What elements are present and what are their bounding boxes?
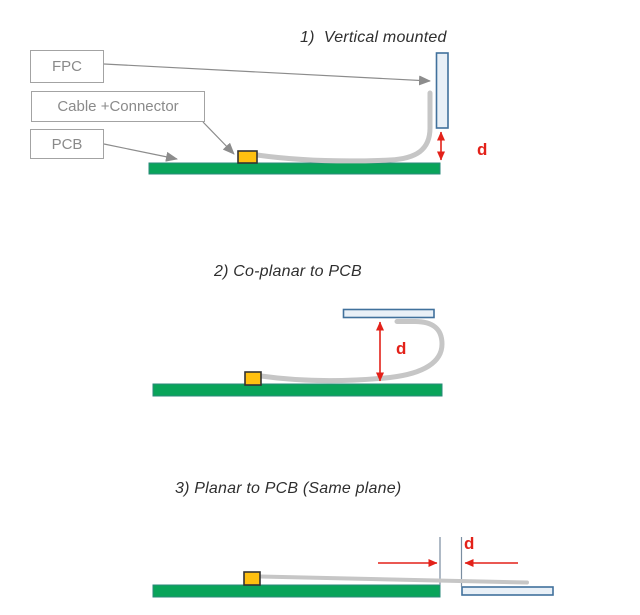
- fpc-cable-3: [258, 574, 529, 585]
- dimension-label-1: d: [477, 140, 488, 159]
- leader-arrow-pcb: [103, 143, 178, 162]
- dimension-label-2: d: [396, 339, 407, 358]
- section-3-drawing: [152, 537, 554, 598]
- callout-pcb: PCB: [30, 129, 104, 159]
- pcb-board-1: [148, 162, 441, 175]
- cable-connector-1: [237, 150, 258, 164]
- section-2-drawing: [152, 308, 445, 397]
- fpc-planar: [461, 586, 554, 596]
- section-3-title: 3) Planar to PCB (Same plane): [175, 480, 402, 497]
- pcb-board-2: [152, 383, 443, 397]
- section-1-drawing: [103, 52, 449, 175]
- callout-pcb-label: PCB: [51, 135, 83, 153]
- section-2-title: 2) Co-planar to PCB: [214, 263, 362, 280]
- leader-arrow-fpc: [103, 63, 431, 86]
- fpc-cable-1: [254, 90, 433, 164]
- fpc-coplanar: [342, 308, 435, 319]
- section-1-title: 1) Vertical mounted: [300, 29, 447, 46]
- dimension-label-3: d: [464, 534, 475, 553]
- callout-cable-connector: Cable +Connector: [31, 91, 205, 122]
- cable-connector-3: [243, 571, 261, 586]
- pcb-board-3: [152, 584, 441, 598]
- fpc-vertical: [435, 52, 449, 129]
- fpc-cable-2: [258, 319, 445, 384]
- cable-connector-2: [244, 371, 262, 386]
- leader-arrow-cable-connector: [202, 121, 235, 155]
- callout-fpc: FPC: [30, 50, 104, 83]
- callout-cable-connector-label: Cable +Connector: [57, 98, 179, 115]
- callout-fpc-label: FPC: [52, 58, 82, 75]
